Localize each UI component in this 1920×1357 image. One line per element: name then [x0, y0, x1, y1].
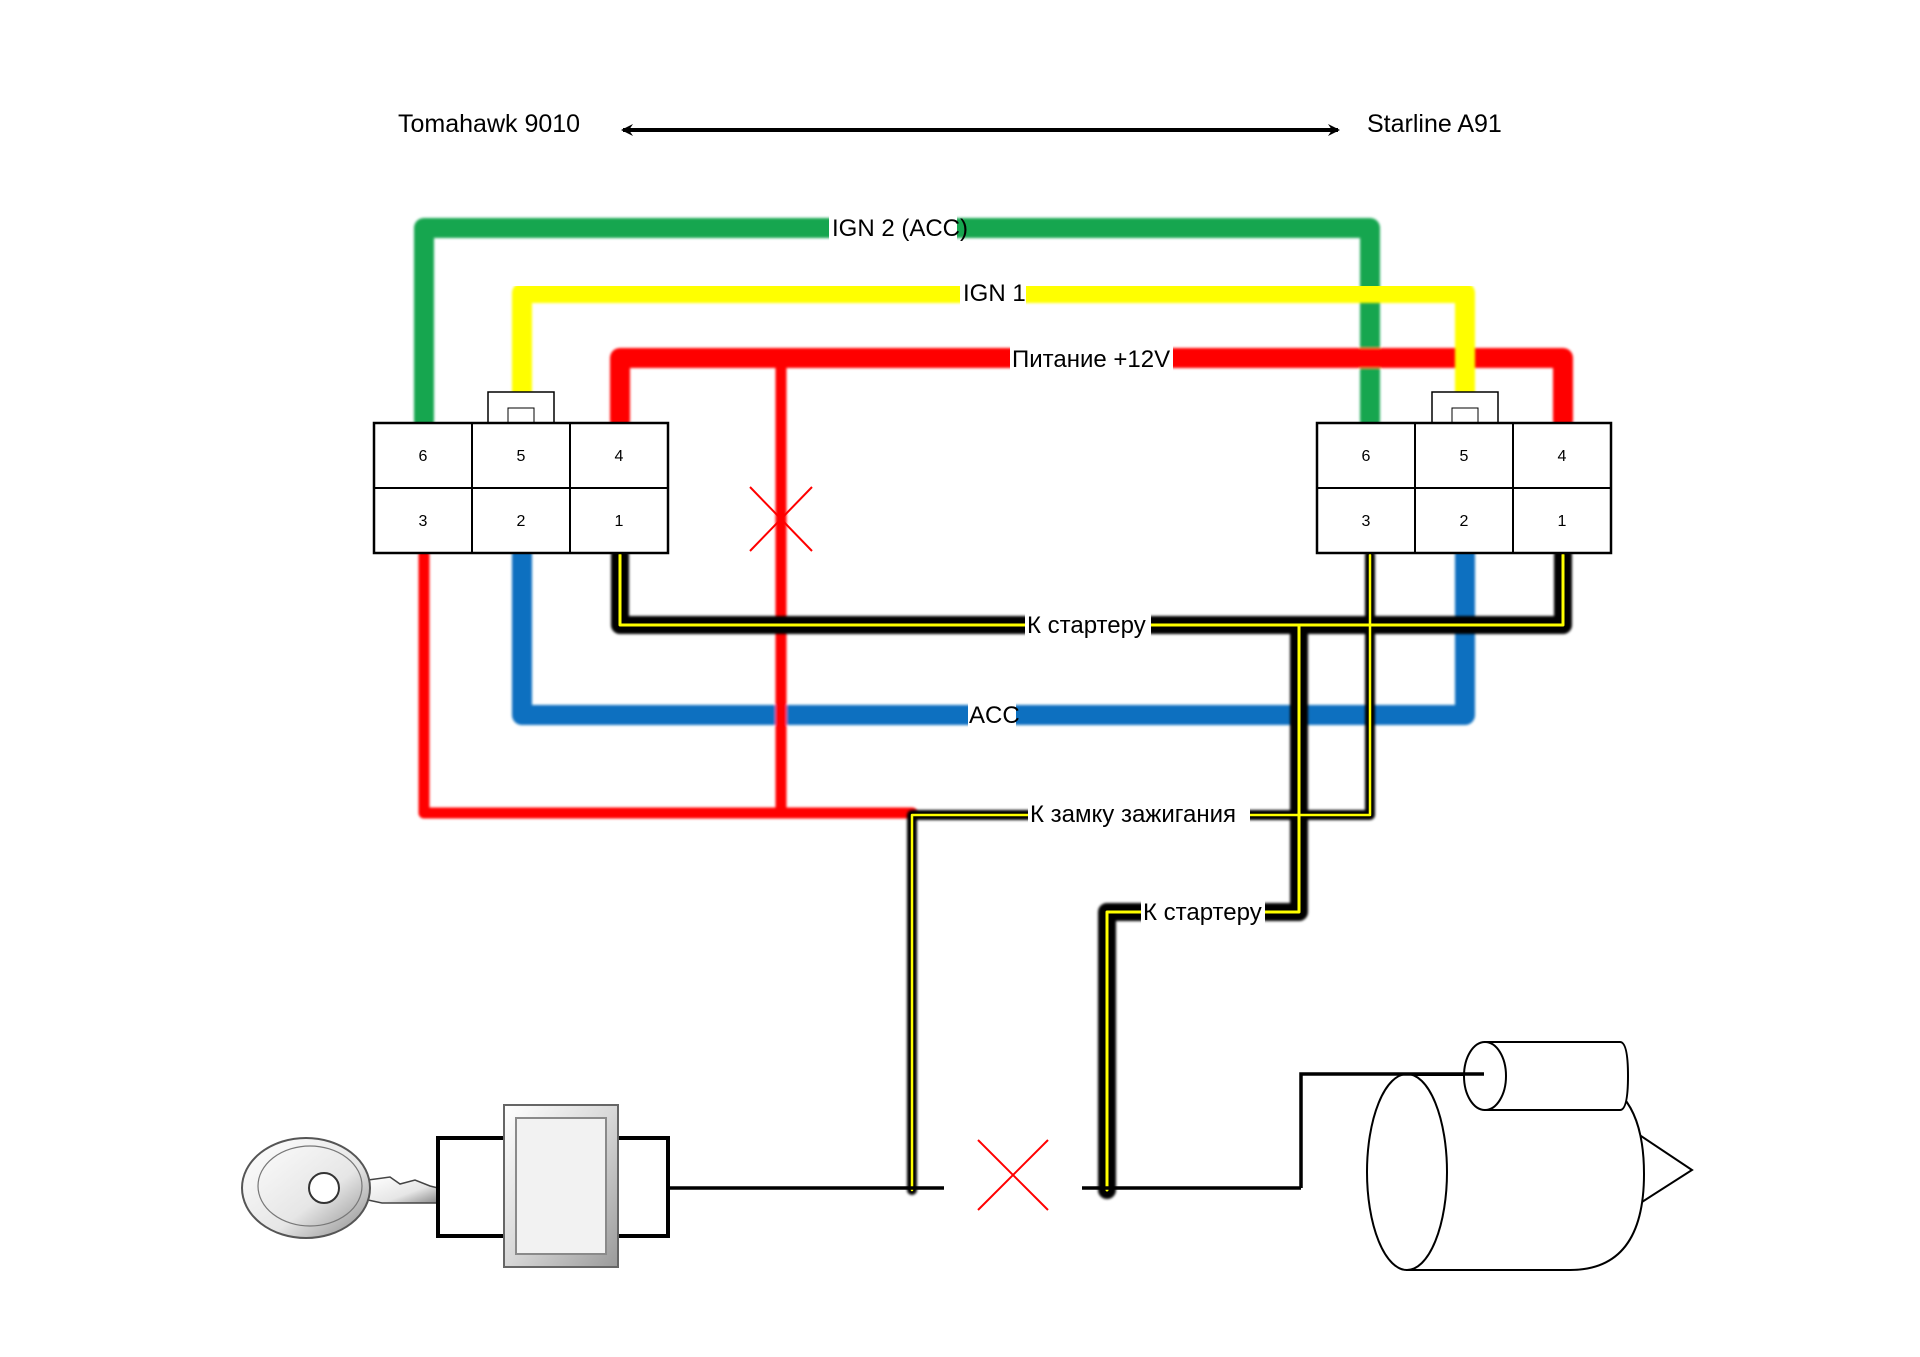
pin-label: 5 [1460, 448, 1469, 465]
pin-label: 5 [517, 448, 526, 465]
pin-label: 3 [419, 513, 428, 530]
label-starter-top: К стартеру [1027, 612, 1146, 639]
pin-label: 6 [1362, 448, 1371, 465]
tomahawk-title: Tomahawk 9010 [398, 110, 580, 138]
connector-right: 6 5 4 3 2 1 [1315, 391, 1613, 555]
label-power: Питание +12V [1012, 346, 1170, 373]
starter-motor-icon [1299, 1041, 1694, 1271]
label-starter-bottom: К стартеру [1143, 899, 1262, 926]
pin-label: 2 [517, 513, 526, 530]
cut-mark-icon [977, 1139, 1049, 1211]
pin-label: 3 [1362, 513, 1371, 530]
wire-power-lower [418, 549, 918, 819]
pin-label: 4 [1558, 448, 1567, 465]
starline-title: Starline A91 [1367, 110, 1502, 138]
connector-left: 6 5 4 3 2 1 [372, 391, 670, 555]
pin-label: 1 [1558, 513, 1567, 530]
label-ign2: IGN 2 (ACC) [832, 215, 968, 242]
pin-label: 1 [615, 513, 624, 530]
pin-label: 2 [1460, 513, 1469, 530]
label-ign1: IGN 1 [963, 280, 1026, 307]
pin-label: 6 [419, 448, 428, 465]
label-ignition-lock: К замку зажигания [1030, 801, 1236, 828]
cut-mark-icon [749, 486, 813, 552]
pin-label: 4 [615, 448, 624, 465]
ignition-switch-icon [436, 1104, 670, 1268]
label-acc: ACC [969, 702, 1020, 729]
wire-ign2 [414, 218, 1380, 430]
ignition-key-icon [241, 1137, 439, 1239]
wire-acc [512, 545, 1475, 725]
